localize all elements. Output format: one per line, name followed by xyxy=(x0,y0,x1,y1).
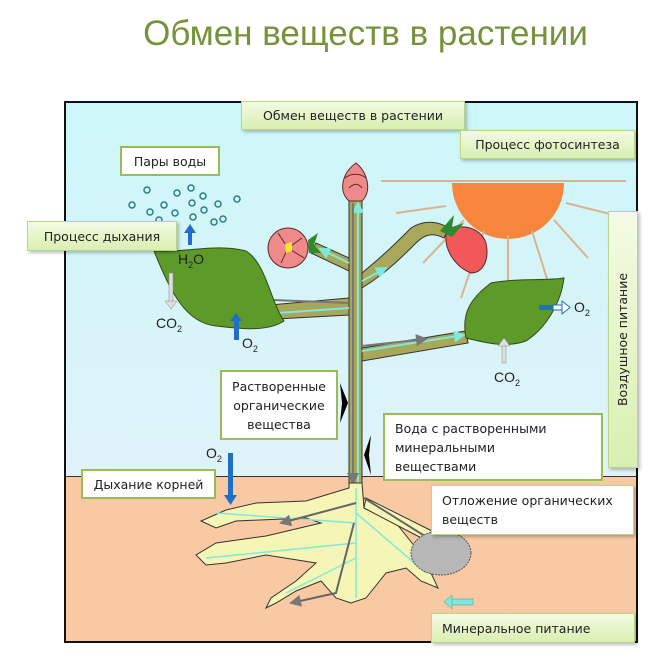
co2-release-label: CO2 xyxy=(156,315,183,334)
water-minerals-line-2: минеральными xyxy=(395,439,495,455)
page-title: Обмен веществ в растении xyxy=(143,14,588,53)
water-vapor-label: Пары воды xyxy=(120,146,220,176)
respiration-label: Процесс дыхания xyxy=(27,221,177,251)
metabolism-header-box: Обмен веществ в растении xyxy=(241,101,465,130)
water-minerals-line-3: веществами xyxy=(395,458,477,474)
plant-illustration xyxy=(128,162,626,610)
air-nutrition-label: Воздушное питание xyxy=(608,211,638,468)
water-minerals-line-1: Вода с растворенными xyxy=(395,420,547,436)
down-arrow-organic xyxy=(340,383,348,423)
o2-out-label: O2 xyxy=(574,299,590,318)
co2-release-arrow-icon xyxy=(164,272,178,310)
right-leaf xyxy=(464,277,565,345)
flower-bud-icon xyxy=(342,162,369,202)
left-leaf xyxy=(153,247,285,330)
strawberry-icon xyxy=(440,215,488,274)
organic-deposit-icon xyxy=(410,530,472,576)
dissolved-organic-line-2: органические xyxy=(233,397,325,413)
organic-deposit-label: Отложение органических веществ xyxy=(431,485,634,535)
o2-in-arrow-icon xyxy=(230,313,242,340)
o2-root-arrow-icon xyxy=(224,453,237,505)
co2-in-arrow-icon xyxy=(497,337,511,364)
root-respiration-label: Дыхание корней xyxy=(81,469,216,499)
organic-deposit-line-2: веществ xyxy=(442,512,499,527)
co2-in-label: CO2 xyxy=(494,369,521,388)
dissolved-organic-line-1: Растворенные xyxy=(232,378,326,394)
o2-in-label: O2 xyxy=(242,335,258,354)
mineral-in-arrow-icon xyxy=(443,594,474,610)
h2o-out-arrow-icon xyxy=(184,224,196,245)
photosynthesis-label: Процесс фотосинтеза xyxy=(460,130,635,159)
dissolved-organic-label: Растворенные органические вещества xyxy=(220,370,338,440)
diagram-frame: H2O CO2 O2 O2 CO2 O2 xyxy=(64,101,638,643)
h2o-label: H2O xyxy=(178,251,205,270)
organic-deposit-line-1: Отложение органических xyxy=(442,493,613,508)
mineral-nutrition-label: Минеральное питание xyxy=(431,613,635,643)
o2-root-label: O2 xyxy=(206,445,222,464)
o2-out-arrow-icon xyxy=(539,299,571,316)
up-arrow-minerals xyxy=(364,435,371,475)
water-vapor-dots xyxy=(128,184,241,226)
water-minerals-label: Вода с растворенными минеральными вещест… xyxy=(383,413,603,481)
flower-icon xyxy=(267,227,321,269)
dissolved-organic-line-3: вещества xyxy=(247,416,311,432)
